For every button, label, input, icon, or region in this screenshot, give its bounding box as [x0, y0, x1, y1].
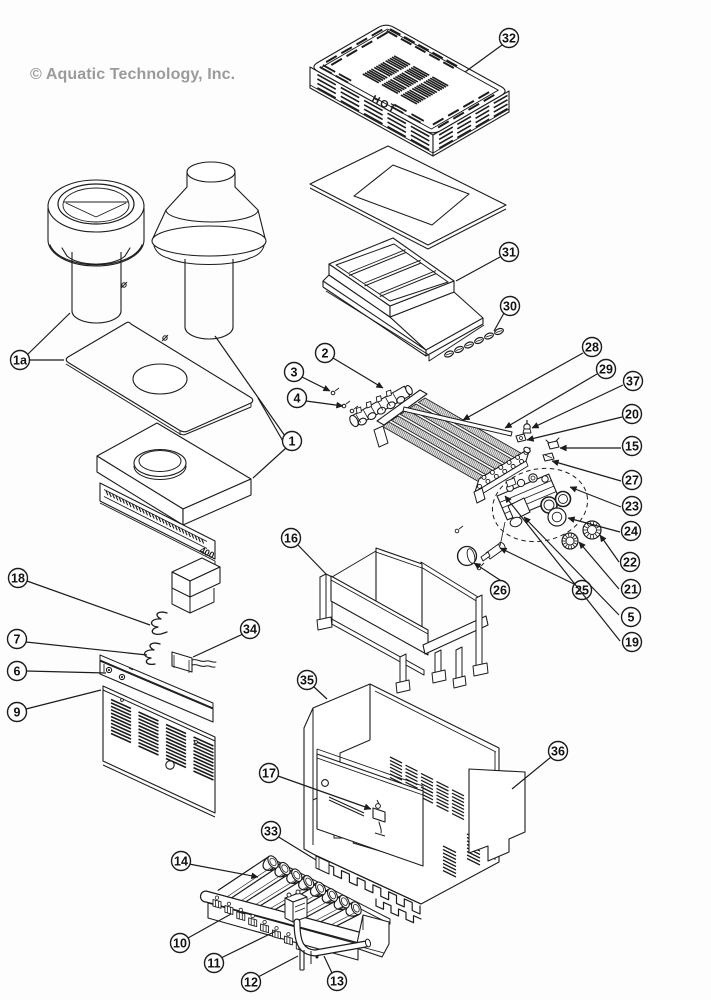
svg-text:27: 27 — [625, 473, 639, 487]
svg-text:22: 22 — [623, 555, 637, 569]
svg-text:32: 32 — [502, 31, 516, 45]
svg-text:© Aquatic Technology, Inc.: © Aquatic Technology, Inc. — [30, 66, 235, 83]
svg-text:20: 20 — [625, 407, 639, 421]
svg-text:15: 15 — [625, 439, 639, 453]
svg-text:19: 19 — [625, 635, 639, 649]
svg-text:24: 24 — [624, 524, 638, 538]
svg-text:30: 30 — [503, 299, 517, 313]
svg-text:26: 26 — [493, 583, 507, 597]
svg-text:4: 4 — [294, 391, 301, 405]
svg-text:21: 21 — [624, 582, 638, 596]
svg-text:12: 12 — [244, 975, 258, 989]
svg-text:7: 7 — [14, 632, 21, 646]
svg-text:23: 23 — [625, 499, 639, 513]
svg-text:14: 14 — [174, 854, 188, 868]
svg-text:37: 37 — [626, 374, 640, 388]
svg-text:2: 2 — [322, 346, 329, 360]
svg-text:31: 31 — [502, 245, 516, 259]
svg-text:28: 28 — [585, 340, 599, 354]
svg-text:1a: 1a — [13, 353, 28, 367]
svg-text:3: 3 — [291, 365, 298, 379]
svg-text:36: 36 — [551, 744, 565, 758]
svg-text:9: 9 — [14, 705, 21, 719]
svg-text:16: 16 — [284, 531, 298, 545]
svg-text:6: 6 — [14, 664, 21, 678]
svg-text:34: 34 — [243, 622, 257, 636]
svg-text:35: 35 — [300, 673, 314, 687]
svg-text:29: 29 — [599, 362, 613, 376]
svg-text:33: 33 — [264, 824, 278, 838]
svg-text:17: 17 — [262, 766, 276, 780]
svg-text:11: 11 — [207, 956, 220, 970]
svg-text:25: 25 — [575, 583, 589, 597]
svg-text:5: 5 — [628, 610, 635, 624]
svg-text:10: 10 — [173, 936, 187, 950]
svg-text:13: 13 — [330, 974, 344, 988]
svg-text:1: 1 — [289, 434, 296, 448]
svg-text:18: 18 — [11, 571, 25, 585]
